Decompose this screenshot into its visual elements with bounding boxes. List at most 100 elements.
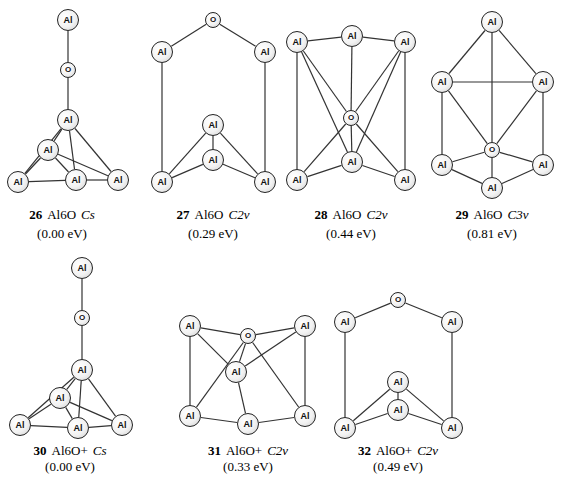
atom-symbol: Al [78,264,87,273]
caption-line: 29Al6OC3v [456,208,529,221]
bond-line [162,63,163,171]
bond-line [68,31,69,62]
atom-sphere: Al [237,413,259,435]
atom-sphere: Al [179,405,201,427]
bond-line [213,136,214,149]
bond-line [169,133,205,174]
atom-sphere: Al [294,315,316,337]
atom-sphere: Al [107,169,129,191]
symmetry-label: C2v [228,207,249,222]
atom-sphere: Al [481,177,503,199]
atom-sphere: Al [202,114,224,136]
structure-number: 31 [208,443,221,458]
bond-line [75,129,111,172]
atom-symbol: O [210,16,216,24]
symmetry-label: C3v [507,207,528,222]
bond-line [362,166,394,177]
bond-line [406,389,443,421]
atom-sphere: O [60,62,76,78]
bond-line [492,33,493,142]
bond-line [259,418,294,423]
atom-sphere: Al [67,417,89,439]
symmetry-label: Cs [81,207,95,222]
atom-symbol: Al [341,424,350,433]
atom-symbol: Al [16,421,25,430]
bond-line [82,326,83,359]
atom-symbol: O [245,332,251,340]
energy-label: (0.33 eV) [223,459,273,474]
atom-symbol: O [348,114,354,122]
atom-symbol: Al [438,78,447,87]
bond-line [308,165,342,176]
atom-symbol: Al [261,178,270,187]
atom-sphere: Al [37,139,59,161]
bond-line [28,377,74,417]
atom-symbol: Al [232,368,241,377]
bond-line [304,124,346,172]
bond-line [25,129,61,174]
atom-sphere: Al [71,257,93,279]
atom-symbol: O [489,146,495,154]
atom-sphere: Al [254,171,276,193]
bond-line [363,37,394,41]
caption-line: 27Al6OC2v [177,208,250,221]
atom-sphere: Al [179,315,201,337]
bond-line [68,78,69,109]
atom-symbol: Al [539,78,548,87]
caption-line: (0.81 eV) [467,227,517,240]
symmetry-label: C2v [366,207,387,222]
atom-sphere: O [240,328,256,344]
caption-line: 30Al6O+Cs [34,444,107,457]
atom-sphere: Al [481,11,503,33]
bond-line [405,53,406,169]
symmetry-label: Cs [93,443,107,458]
atom-symbol: O [65,66,71,74]
formula-label: Al6O [195,207,224,222]
bond-line [297,53,298,169]
atom-symbol: Al [401,176,410,185]
atom-sphere: Al [254,41,276,63]
atom-sphere: Al [202,149,224,171]
bond-line [239,383,246,414]
atom-symbol: O [79,314,85,322]
atom-symbol: Al [488,18,497,27]
caption-line: (0.49 eV) [373,460,423,473]
atom-symbol: Al [293,38,302,47]
caption-line: (0.00 eV) [37,227,87,240]
formula-label: Al6O+ [376,443,412,458]
atom-sphere: Al [431,71,453,93]
caption-line: (0.00 eV) [45,460,95,473]
atom-sphere: Al [394,169,416,191]
energy-label: (0.49 eV) [373,459,423,474]
atom-symbol: Al [64,116,73,125]
caption-line: (0.44 eV) [326,227,376,240]
bond-line [79,381,81,417]
atom-sphere: Al [334,417,356,439]
atom-symbol: Al [301,412,310,421]
atom-symbol: Al [56,394,65,403]
atom-sphere: Al [57,109,79,131]
formula-label: Al6O+ [226,443,262,458]
bond-line [305,337,306,405]
bond-line [449,31,485,74]
bond-line [453,152,485,162]
bond-line [220,24,256,46]
bond-line [171,24,206,46]
atom-sphere: Al [151,171,173,193]
atom-symbol: Al [14,178,23,187]
structure-number: 26 [29,207,42,222]
bond-line [497,91,537,144]
bond-line [89,379,116,416]
atom-symbol: Al [301,322,310,331]
atom-symbol: Al [348,32,357,41]
bond-line [89,426,111,428]
formula-label: Al6O [474,207,503,222]
bond-line [351,47,353,110]
atom-sphere: Al [9,414,31,436]
caption-line: 31Al6O+C2v [208,444,288,457]
atom-sphere: Al [57,9,79,31]
atom-symbol: Al [209,156,218,165]
atom-sphere: O [343,110,359,126]
bond-line [355,303,390,318]
